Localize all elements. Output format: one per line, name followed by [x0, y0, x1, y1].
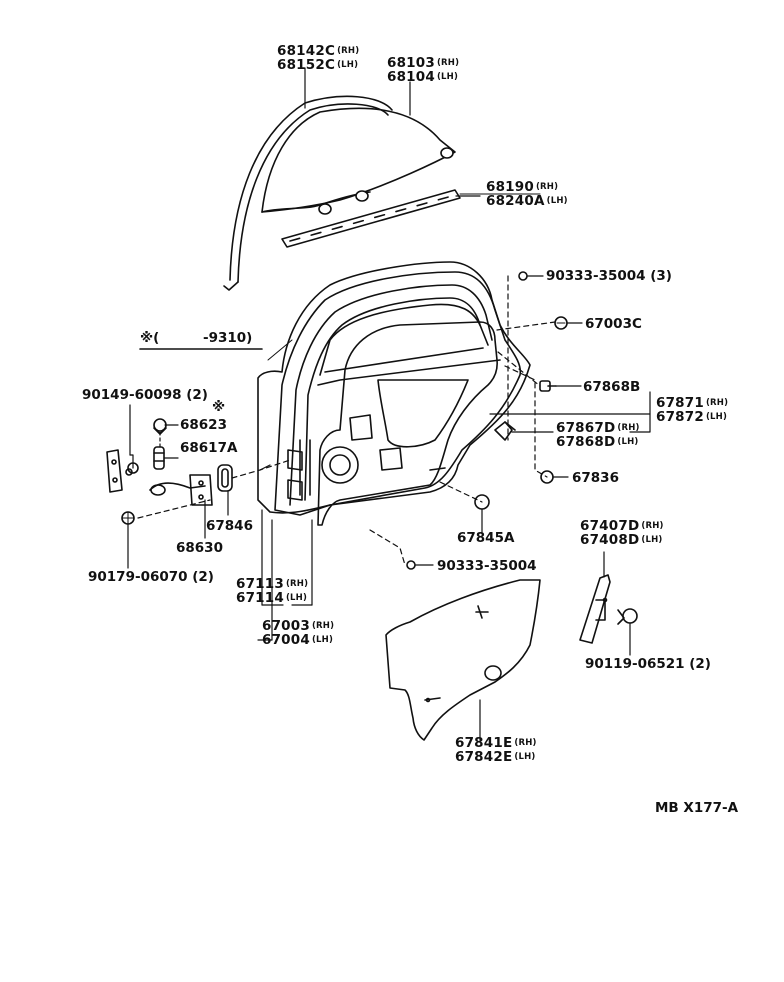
part-68152C: 68152C(LH): [277, 57, 359, 73]
part-67868D: 67868D(LH): [556, 434, 639, 450]
frame-garnish: [579, 574, 638, 644]
part-67003C: 67003C: [585, 316, 642, 332]
part-67113: 67113(RH): [236, 576, 309, 592]
part-67004: 67004(LH): [262, 632, 334, 648]
part-67407D: 67407D(RH): [580, 518, 664, 534]
part-90333-35004-b: 90333-35004: [437, 558, 537, 574]
part-68630: 68630: [176, 540, 223, 556]
part-68240A: 68240A(LH): [486, 193, 568, 209]
part-67841E: 67841E(RH): [455, 735, 537, 751]
inner-weatherstrip: [317, 321, 498, 526]
part-68190: 68190(RH): [486, 179, 559, 195]
belt-moulding: [281, 189, 541, 248]
leader-lines: [127, 67, 651, 741]
star-mark: ※: [212, 399, 226, 415]
part-68104: 68104(LH): [387, 69, 459, 85]
part-67003: 67003(RH): [262, 618, 335, 634]
door-glass: [261, 107, 456, 215]
note-year: -9310): [203, 330, 253, 346]
part-90149-60098: 90149-60098 (2): [82, 387, 208, 403]
part-67867D: 67867D(RH): [556, 420, 640, 436]
note-mark: ※(: [140, 330, 160, 346]
part-68617A: 68617A: [180, 440, 238, 456]
part-67842E: 67842E(LH): [455, 749, 536, 765]
part-67846: 67846: [206, 518, 253, 534]
door-trim-board: [385, 579, 541, 741]
part-67114: 67114(LH): [236, 590, 308, 606]
part-67836: 67836: [572, 470, 619, 486]
diagram-code: MB X177-A: [655, 800, 739, 816]
part-67408D: 67408D(LH): [580, 532, 663, 548]
part-67845A: 67845A: [457, 530, 515, 546]
part-67872: 67872(LH): [656, 409, 728, 425]
part-90333-35004-a: 90333-35004 (3): [546, 268, 672, 284]
door-check-assembly: [106, 418, 233, 525]
door-weatherstrip: [257, 261, 531, 514]
part-68623: 68623: [180, 417, 227, 433]
glass-run-channel: [223, 95, 393, 291]
part-67871: 67871(RH): [656, 395, 729, 411]
part-90179-06070: 90179-06070 (2): [88, 569, 214, 585]
part-67868B: 67868B: [583, 379, 641, 395]
door-panel: [274, 271, 522, 516]
part-90119-06521: 90119-06521 (2): [585, 656, 711, 672]
part-68103: 68103(RH): [387, 55, 460, 71]
part-68142C: 68142C(RH): [277, 43, 360, 59]
